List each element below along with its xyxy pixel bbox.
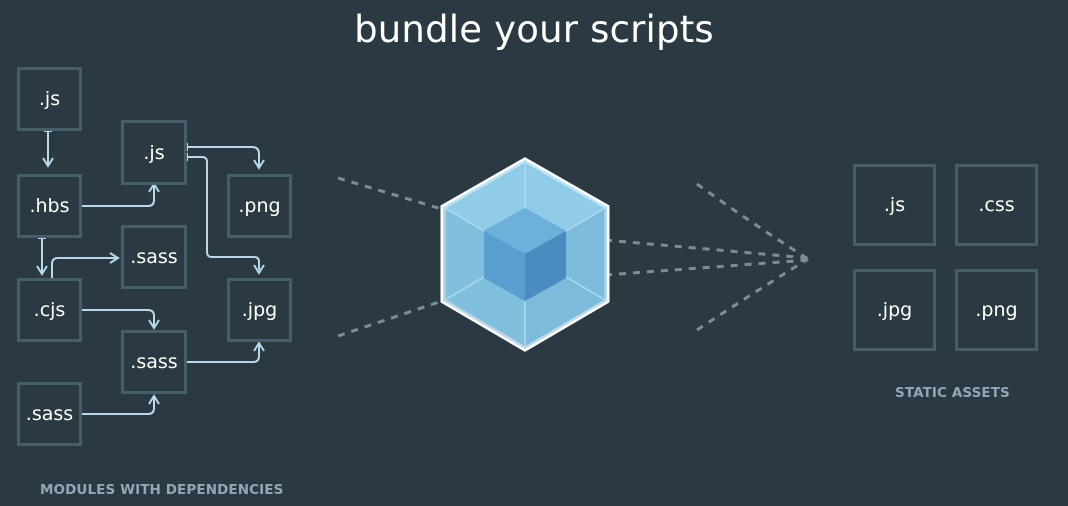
module-label: .sass: [130, 351, 178, 373]
module-label: .png: [238, 195, 281, 217]
arrow-hbs-to-js: [82, 186, 155, 207]
module-box-png: .png: [227, 174, 292, 238]
module-box-sass-b: .sass: [121, 330, 187, 394]
module-box-hbs: .hbs: [17, 174, 82, 238]
asset-label: .png: [975, 299, 1018, 321]
bundler-cube-icon: [440, 157, 610, 352]
module-label: .sass: [25, 403, 74, 425]
page-title: bundle your scripts: [354, 8, 714, 51]
module-box-cjs: .cjs: [17, 278, 82, 342]
module-label: .js: [143, 141, 165, 164]
asset-label: .js: [883, 194, 906, 216]
module-label: .sass: [130, 246, 178, 268]
asset-box-jpg: .jpg: [853, 269, 936, 351]
asset-box-png: .png: [955, 269, 1038, 351]
arrow-cjs-to-sass-middle: [82, 309, 155, 326]
module-box-sass-a: .sass: [121, 225, 187, 289]
module-label: .js: [38, 88, 61, 110]
module-label: .cjs: [33, 299, 66, 321]
arrowhead: [42, 157, 54, 168]
asset-label: .jpg: [876, 299, 913, 321]
arrow-cjs-to-sass-upper: [51, 257, 116, 278]
asset-box-js: .js: [853, 164, 936, 246]
modules-caption: MODULES WITH DEPENDENCIES: [40, 482, 284, 498]
arrow-sass-to-jpg: [187, 345, 260, 363]
assets-caption: STATIC ASSETS: [895, 385, 1010, 401]
module-box-sass-c: .sass: [17, 382, 82, 446]
output-dotted-lines: [604, 182, 809, 332]
asset-box-css: .css: [955, 164, 1038, 246]
module-label: .jpg: [241, 299, 278, 321]
module-box-js-top: .js: [17, 67, 82, 131]
asset-label: .css: [978, 194, 1015, 216]
arrow-sass-to-sass: [82, 398, 155, 415]
module-label: .hbs: [29, 195, 70, 217]
arrow-js-to-png: [187, 146, 260, 166]
module-box-js-mid: .js: [121, 120, 187, 185]
dependency-arrows: [36, 130, 265, 415]
module-box-jpg: .jpg: [227, 278, 292, 342]
input-dotted-lines: [337, 176, 446, 338]
arrow-js-to-jpg: [187, 156, 260, 270]
